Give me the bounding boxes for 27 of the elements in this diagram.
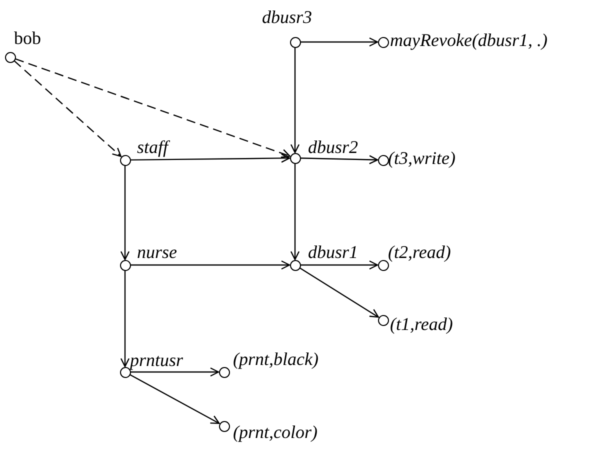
node-label: staff <box>137 136 168 158</box>
node-label: (t1,read) <box>390 313 453 335</box>
arrow <box>299 267 379 318</box>
arrow <box>120 270 130 368</box>
arrow <box>130 367 220 377</box>
arrow <box>290 48 300 154</box>
node-label: bob <box>14 27 41 49</box>
node-label: dbusr3 <box>262 6 312 28</box>
node-label: (t3,write) <box>388 147 456 169</box>
arrow <box>120 166 130 260</box>
arrow <box>130 154 290 163</box>
arrow <box>300 155 378 164</box>
dashed-arrow <box>14 58 290 158</box>
arrow <box>290 164 300 260</box>
node-label: mayRevoke(dbusr1, .) <box>390 29 548 51</box>
node-label: (prnt,black) <box>233 348 318 370</box>
arrow <box>300 260 378 270</box>
node-label: prntusr <box>130 349 184 371</box>
node-label: (t2,read) <box>388 241 451 263</box>
node-label: (prnt,color) <box>233 421 318 443</box>
node-label: dbusr1 <box>308 241 358 263</box>
dashed-arrow <box>14 60 122 157</box>
node-label: nurse <box>137 241 177 263</box>
node-label: dbusr2 <box>308 136 358 158</box>
arrow <box>130 374 220 424</box>
arrow <box>300 37 378 47</box>
arrow <box>130 260 290 270</box>
